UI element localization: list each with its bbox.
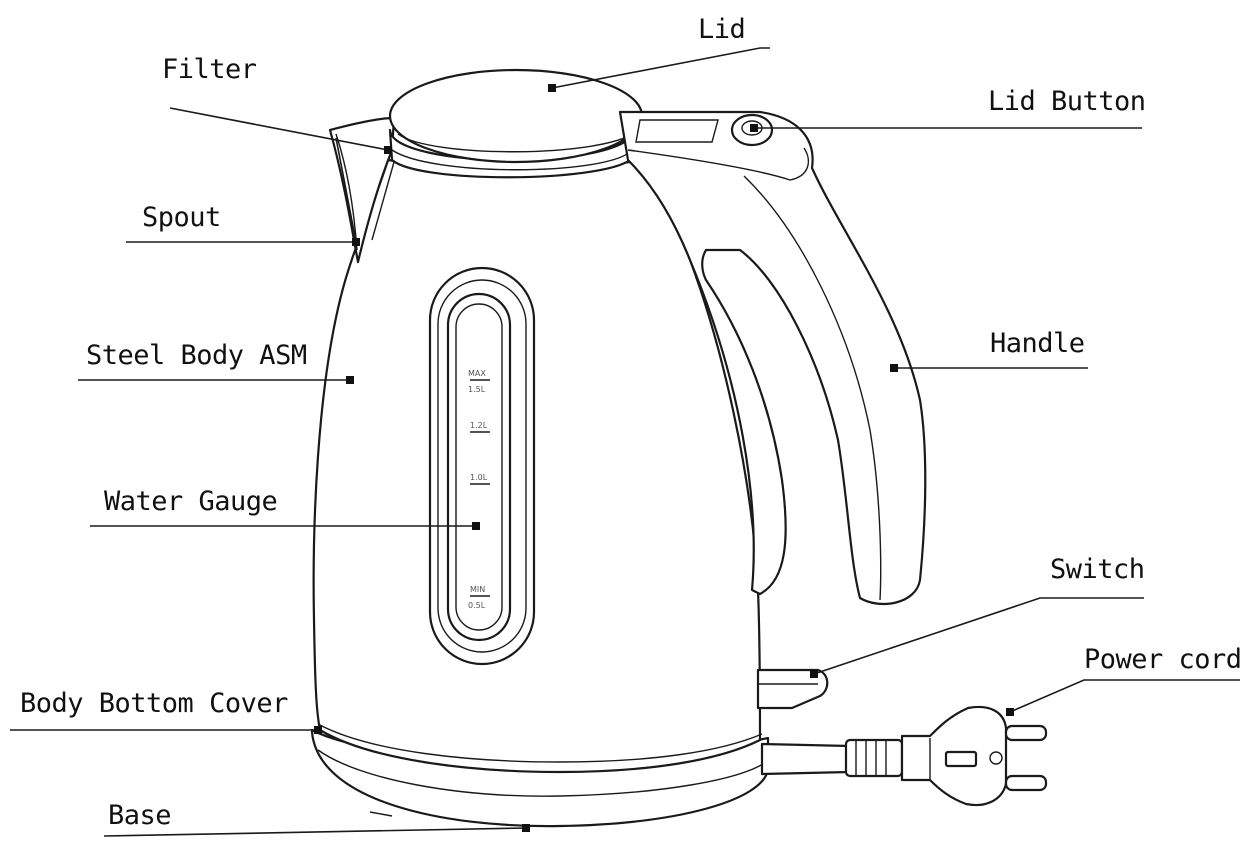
gauge-max-value: 1.5L (468, 385, 486, 394)
dot-lid (548, 84, 556, 92)
label-power-cord: Power cord (1084, 644, 1240, 675)
power-cord-drawing (760, 705, 1048, 807)
gauge-mark-2: 1.0L (470, 473, 488, 482)
leader-power-cord (1009, 679, 1240, 713)
gauge-mark-1: 1.2L (470, 421, 488, 430)
leader-lid (551, 47, 770, 89)
label-steel-body: Steel Body ASM (86, 340, 307, 371)
label-body-bottom-cover: Body Bottom Cover (20, 688, 288, 719)
leader-switch (813, 597, 1144, 675)
leader-lines (10, 47, 1240, 837)
dot-body-bottom-cover (314, 726, 322, 734)
label-base: Base (108, 800, 172, 831)
label-lid: Lid (698, 14, 746, 45)
dot-water-gauge (472, 522, 480, 530)
gauge-min-label: MIN (470, 585, 485, 594)
dot-lid-button (750, 124, 758, 132)
lid-drawing (388, 68, 644, 179)
dot-spout (352, 238, 360, 246)
spout-drawing (328, 116, 396, 264)
label-lid-button: Lid Button (988, 86, 1146, 117)
gauge-max-label: MAX (468, 369, 486, 378)
label-spout: Spout (142, 202, 221, 233)
callout-dots (314, 84, 1014, 832)
dot-switch (810, 670, 818, 678)
dot-base (522, 824, 530, 832)
dot-power-cord (1006, 708, 1014, 716)
label-switch: Switch (1050, 554, 1145, 585)
label-handle: Handle (990, 328, 1085, 359)
water-gauge-drawing: MAX 1.5L 1.2L 1.0L MIN 0.5L (428, 266, 536, 666)
label-water-gauge: Water Gauge (104, 486, 278, 517)
dot-handle (890, 364, 898, 372)
gauge-min-value: 0.5L (468, 601, 486, 610)
leader-base (103, 827, 527, 837)
leader-filter (169, 107, 389, 151)
dot-steel-body (346, 376, 354, 384)
switch-drawing (756, 668, 829, 710)
label-filter: Filter (162, 54, 257, 85)
handle-drawing (618, 110, 927, 606)
dot-filter (384, 146, 392, 154)
